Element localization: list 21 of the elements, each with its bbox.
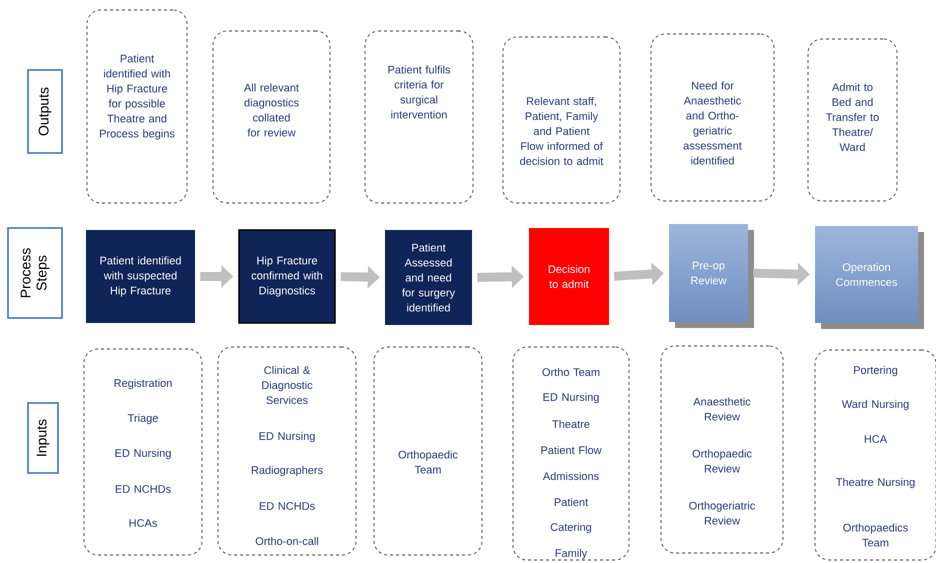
output-box: All relevant diagnostics collated for review (212, 30, 330, 204)
process-box: Pre-op Review (669, 224, 754, 328)
output-box: Relevant staff, Patient, Family and Patient Flow informed of decision to admit (502, 36, 620, 204)
input-box: Portering Ward Nursing HCA Theatre Nursing Orthopaedics Team (814, 350, 936, 560)
row-header: Outputs (27, 69, 63, 154)
input-box: Orthopaedic Team (374, 346, 482, 556)
process-box: Hip Fracture confirmed with Diagnostics (238, 229, 336, 324)
row-header: Process Steps (7, 227, 63, 319)
input-box: Clinical & Diagnostic Services ED Nursing Radiographers ED NCHDs Ortho-on-call (218, 346, 356, 556)
process-box: Patient identified with suspected Hip Fracture (86, 230, 195, 323)
process-box: Decision to admit (529, 228, 609, 325)
output-box: Patient identified with Hip Fracture for possible Theatre and Process begins (86, 10, 188, 204)
process-box: Patient Assessed and need for surgery identified (385, 230, 472, 325)
row-header: Inputs (27, 402, 59, 474)
output-box: Need for Anaesthetic and Ortho-geriatric assessment identified (650, 34, 774, 202)
output-box: Admit to Bed and Transfer to Theatre/ Ward (808, 38, 898, 202)
input-box: Anaesthetic Review Orthopaedic Review Orthogeriatric Review (660, 346, 784, 554)
input-box: Registration Triage ED Nursing ED NCHDs HCAs (84, 348, 202, 556)
output-box: Patient fulfils criteria for surgical intervention (364, 30, 474, 204)
input-box: Ortho Team ED Nursing Theatre Patient Flow Admissions Patient Catering Family (512, 346, 630, 560)
process-box: Operation Commences (815, 226, 924, 329)
